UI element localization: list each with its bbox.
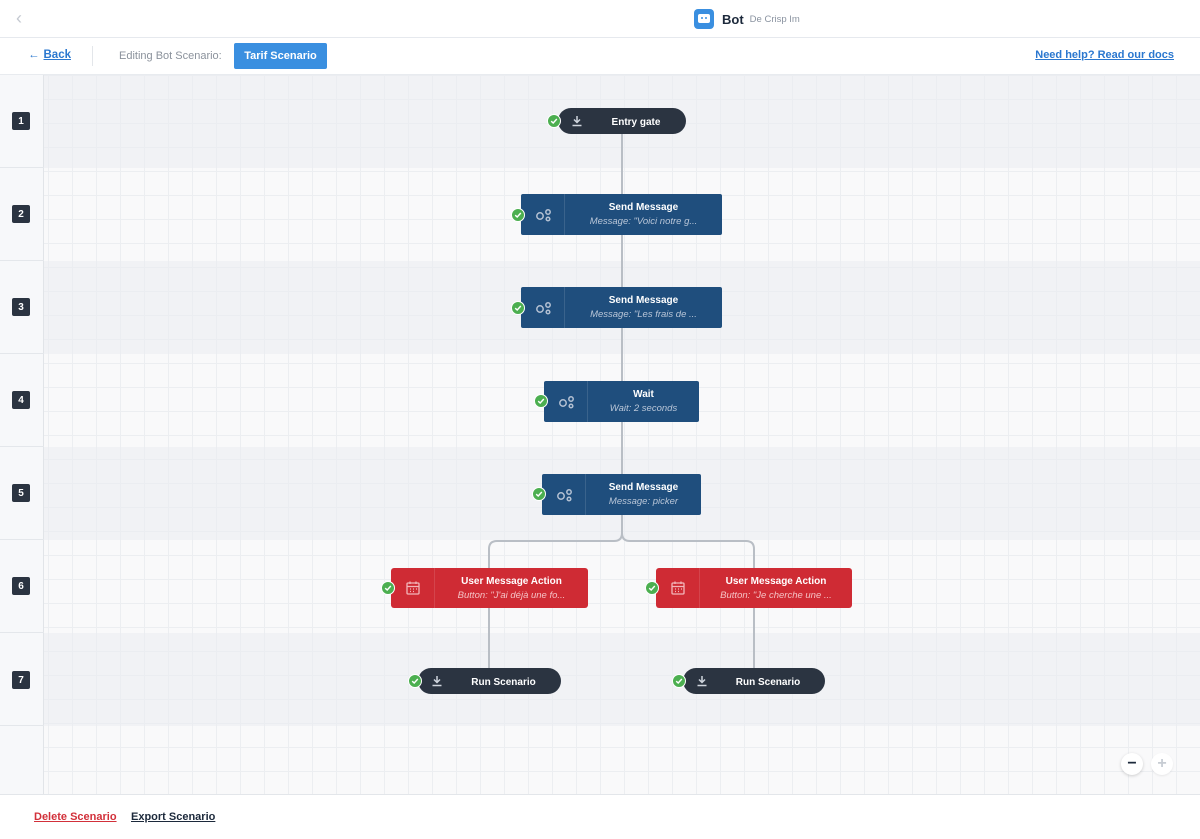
row-gutter: 1 2 3 4 5 6 7 xyxy=(0,75,44,794)
download-icon xyxy=(683,668,721,694)
entry-gate-node[interactable]: Entry gate xyxy=(558,108,686,134)
node-title: Send Message xyxy=(608,295,679,306)
row-band xyxy=(44,633,1200,726)
bot-title: Bot xyxy=(722,11,744,27)
check-icon xyxy=(381,581,395,595)
connector-lines xyxy=(488,133,755,668)
zoom-out-button[interactable]: − xyxy=(1121,753,1143,775)
row-number: 5 xyxy=(12,484,30,502)
bot-header: Bot De Crisp Im xyxy=(694,8,800,30)
wait-node[interactable]: Wait Wait: 2 seconds xyxy=(544,381,699,422)
back-label: Back xyxy=(43,49,72,61)
help-docs-link[interactable]: Need help? Read our docs xyxy=(1035,49,1174,61)
row-number: 6 xyxy=(12,577,30,595)
node-title: User Message Action xyxy=(725,575,827,587)
node-title: Wait xyxy=(633,389,654,400)
node-title: Send Message xyxy=(608,202,679,213)
back-chevron-icon[interactable]: ‹ xyxy=(16,8,22,28)
gears-icon xyxy=(521,287,565,328)
node-subtitle: Message: "Voici notre g... xyxy=(589,216,698,227)
row-number: 7 xyxy=(12,671,30,689)
export-scenario-link[interactable]: Export Scenario xyxy=(131,811,216,823)
node-title: Entry gate xyxy=(611,117,661,128)
gears-icon xyxy=(544,381,588,422)
calendar-icon xyxy=(391,568,435,608)
check-icon xyxy=(511,301,525,315)
bot-subtitle: De Crisp Im xyxy=(749,13,800,25)
scenario-name-button[interactable]: Tarif Scenario xyxy=(234,43,327,69)
node-title: User Message Action xyxy=(461,575,562,587)
download-icon xyxy=(558,108,596,134)
back-link[interactable]: ←Back xyxy=(28,49,71,61)
delete-scenario-link[interactable]: Delete Scenario xyxy=(34,811,117,823)
gears-icon xyxy=(521,194,565,235)
footer-bar: Delete Scenario Export Scenario xyxy=(0,794,1200,839)
node-subtitle: Wait: 2 seconds xyxy=(609,403,678,414)
row-number: 4 xyxy=(12,391,30,409)
editor-toolbar: ←Back Editing Bot Scenario: Tarif Scenar… xyxy=(0,38,1200,75)
check-icon xyxy=(532,487,546,501)
user-message-action-node[interactable]: User Message Action Button: "J'ai déjà u… xyxy=(391,568,588,608)
run-scenario-node[interactable]: Run Scenario xyxy=(418,668,561,694)
node-title: Send Message xyxy=(608,482,679,493)
bot-icon xyxy=(694,9,714,29)
send-message-node[interactable]: Send Message Message: "Voici notre g... xyxy=(521,194,722,235)
node-title: Run Scenario xyxy=(471,677,536,688)
check-icon xyxy=(408,674,422,688)
check-icon xyxy=(672,674,686,688)
check-icon xyxy=(645,581,659,595)
editing-label: Editing Bot Scenario: xyxy=(119,50,222,62)
check-icon xyxy=(547,114,561,128)
row-number: 1 xyxy=(12,112,30,130)
node-subtitle: Message: "Les frais de ... xyxy=(590,309,697,320)
calendar-icon xyxy=(656,568,700,608)
row-number: 2 xyxy=(12,205,30,223)
scenario-canvas[interactable]: 1 2 3 4 5 6 7 Entry gate Send M xyxy=(0,75,1200,794)
divider xyxy=(92,46,93,66)
node-title: Run Scenario xyxy=(735,677,801,688)
check-icon xyxy=(534,394,548,408)
run-scenario-node[interactable]: Run Scenario xyxy=(683,668,825,694)
top-bar: ‹ Bot De Crisp Im xyxy=(0,0,1200,38)
send-message-node[interactable]: Send Message Message: "Les frais de ... xyxy=(521,287,722,328)
check-icon xyxy=(511,208,525,222)
row-number: 3 xyxy=(12,298,30,316)
node-subtitle: Button: "J'ai déjà une fo... xyxy=(457,589,566,601)
user-message-action-node[interactable]: User Message Action Button: "Je cherche … xyxy=(656,568,852,608)
node-subtitle: Button: "Je cherche une ... xyxy=(720,589,832,601)
node-subtitle: Message: picker xyxy=(608,496,679,507)
send-message-node[interactable]: Send Message Message: picker xyxy=(542,474,701,515)
gears-icon xyxy=(542,474,586,515)
download-icon xyxy=(418,668,456,694)
arrow-left-icon: ← xyxy=(28,49,40,61)
zoom-in-button[interactable]: + xyxy=(1151,753,1173,775)
